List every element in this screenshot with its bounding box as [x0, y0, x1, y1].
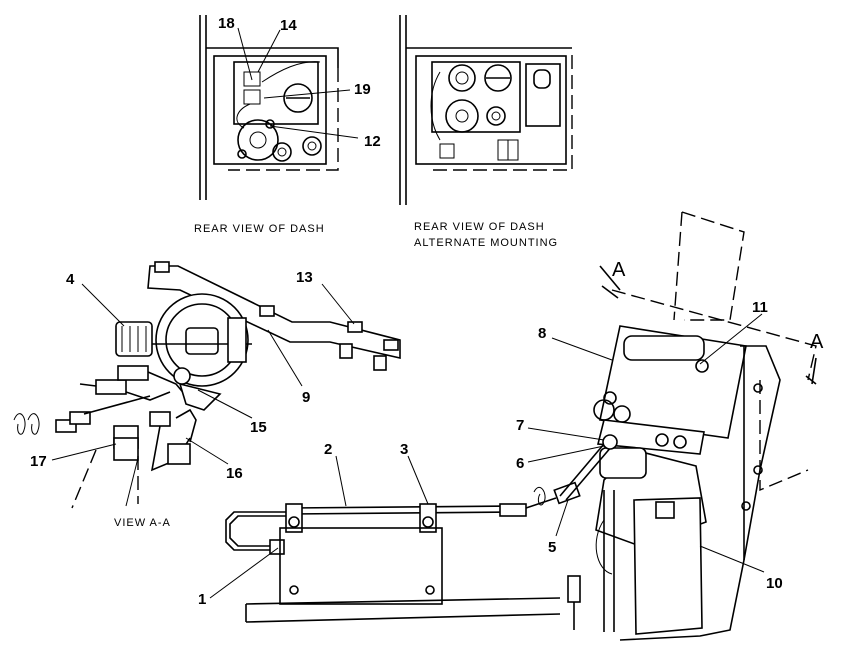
callout-10: 10	[766, 575, 783, 592]
rear-view-dash-alt-caption-line1: REAR VIEW OF DASH	[414, 221, 545, 233]
callout-2: 2	[324, 441, 332, 458]
callout-4: 4	[66, 271, 75, 288]
callout-17: 17	[30, 453, 47, 470]
section-mark-a-left: A	[612, 259, 626, 281]
gauge-bracket-assembly: VIEW A-A	[13, 261, 401, 529]
section-mark-a-right: A	[810, 331, 824, 353]
callout-7: 7	[516, 417, 524, 434]
callout-13: 13	[296, 269, 313, 286]
callout-12: 12	[364, 133, 381, 150]
callout-15: 15	[250, 419, 267, 436]
callout-14: 14	[280, 17, 297, 34]
callout-8: 8	[538, 325, 546, 342]
callout-9: 9	[302, 389, 310, 406]
view-aa-caption: VIEW A-A	[114, 517, 171, 529]
tank-mount-assembly	[559, 211, 817, 641]
rear-view-dash-alternate-inset: REAR VIEW OF DASH ALTERNATE MOUNTING	[399, 15, 573, 249]
callout-18: 18	[218, 15, 235, 32]
callout-1: 1	[198, 591, 206, 608]
callout-numbers: 1 2 3 4 5 6 7 8 9 10 11 12 13 14 15 16 1…	[30, 15, 783, 608]
rear-view-dash-inset: REAR VIEW OF DASH	[194, 15, 359, 235]
tube-line-assembly	[225, 481, 581, 623]
rear-view-dash-alt-caption-line2: ALTERNATE MOUNTING	[414, 237, 558, 249]
leader-lines	[51, 283, 765, 599]
callout-19: 19	[354, 81, 371, 98]
callout-3: 3	[400, 441, 408, 458]
callout-16: 16	[226, 465, 243, 482]
rear-view-dash-caption: REAR VIEW OF DASH	[194, 223, 325, 235]
callout-6: 6	[516, 455, 524, 472]
callout-11: 11	[752, 299, 768, 316]
callout-5: 5	[548, 539, 556, 556]
